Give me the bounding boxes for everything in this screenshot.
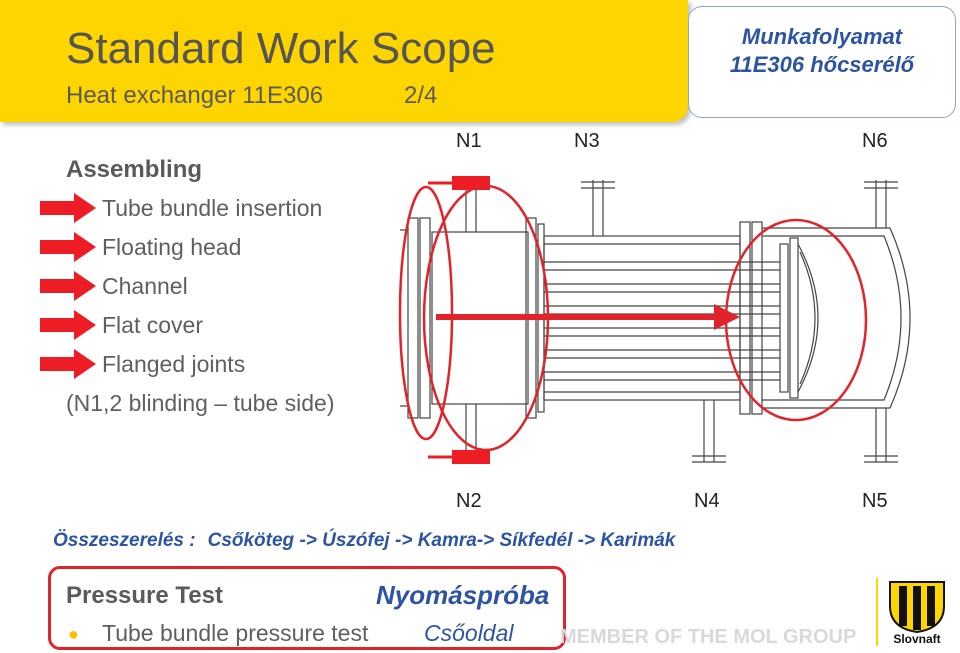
pressure-test-item: Tube bundle pressure test <box>102 620 369 646</box>
blind-n2 <box>452 450 490 464</box>
logo-divider <box>876 578 878 646</box>
nozzle-label-n2: N2 <box>456 490 482 512</box>
pressure-test-item-hu: Csőoldal <box>424 620 514 646</box>
page-subtitle: Heat exchanger 11E306 <box>66 82 324 109</box>
pressure-test-highlight <box>48 566 566 650</box>
step-flat-cover: Flat cover <box>102 312 203 338</box>
step-channel: Channel <box>102 273 188 299</box>
assembly-sequence-text: Csőköteg -> Úszófej -> Kamra-> Síkfedél … <box>207 530 676 551</box>
mol-group-tagline: MEMBER OF THE MOL GROUP <box>560 626 857 648</box>
cover-flange <box>407 217 419 419</box>
floating-head-cover <box>797 243 819 393</box>
nozzle-label-n4: N4 <box>694 490 720 512</box>
assembling-heading: Assembling <box>66 156 203 183</box>
red-arrow-icon <box>40 310 96 340</box>
floating-tubesheet <box>779 243 789 393</box>
shell-cover <box>762 227 911 409</box>
channel-flange-left <box>419 217 431 419</box>
step-flanged-joints: Flanged joints <box>102 351 246 377</box>
pressure-test-heading-hu: Nyomáspróba <box>376 580 550 610</box>
nozzle-label-n6: N6 <box>862 130 888 152</box>
slovnaft-logo-icon <box>889 581 945 634</box>
hungarian-title-box: Munkafolyamat 11E306 hőcserélő <box>688 6 956 118</box>
red-arrow-icon <box>40 232 96 262</box>
hungarian-title-line1: Munkafolyamat <box>741 24 903 49</box>
assembly-sequence-label: Összeszerelés : <box>53 530 196 551</box>
step-floating-head: Floating head <box>102 234 242 260</box>
red-arrow-icon <box>40 271 96 301</box>
highlight-cover <box>398 185 454 441</box>
insertion-arrow-icon <box>436 304 740 330</box>
nozzle-label-n5: N5 <box>862 490 888 512</box>
hungarian-title-line2: 11E306 hőcserélő <box>729 52 915 77</box>
page-number: 2/4 <box>404 82 438 109</box>
highlight-floating-head <box>724 218 868 422</box>
red-arrow-icon <box>40 349 96 379</box>
step-tube-bundle-insertion: Tube bundle insertion <box>102 195 323 221</box>
red-arrow-icon <box>40 193 96 223</box>
shell-flange <box>739 221 751 415</box>
slovnaft-logo-text: Slovnaft <box>893 632 941 646</box>
shell-cover-flange <box>751 221 763 415</box>
title-band <box>0 0 688 122</box>
page-title: Standard Work Scope <box>66 24 496 73</box>
nozzle-label-n3: N3 <box>574 130 600 152</box>
bullet-icon: ● <box>68 624 79 644</box>
assembly-sequence-hu: Összeszerelés : Csőköteg -> Úszófej -> Ka… <box>53 530 675 552</box>
nozzle-label-n1: N1 <box>456 130 482 152</box>
blinding-note: (N1,2 blinding – tube side) <box>66 390 335 416</box>
blind-n1 <box>452 176 490 190</box>
pressure-test-heading: Pressure Test <box>66 582 223 609</box>
